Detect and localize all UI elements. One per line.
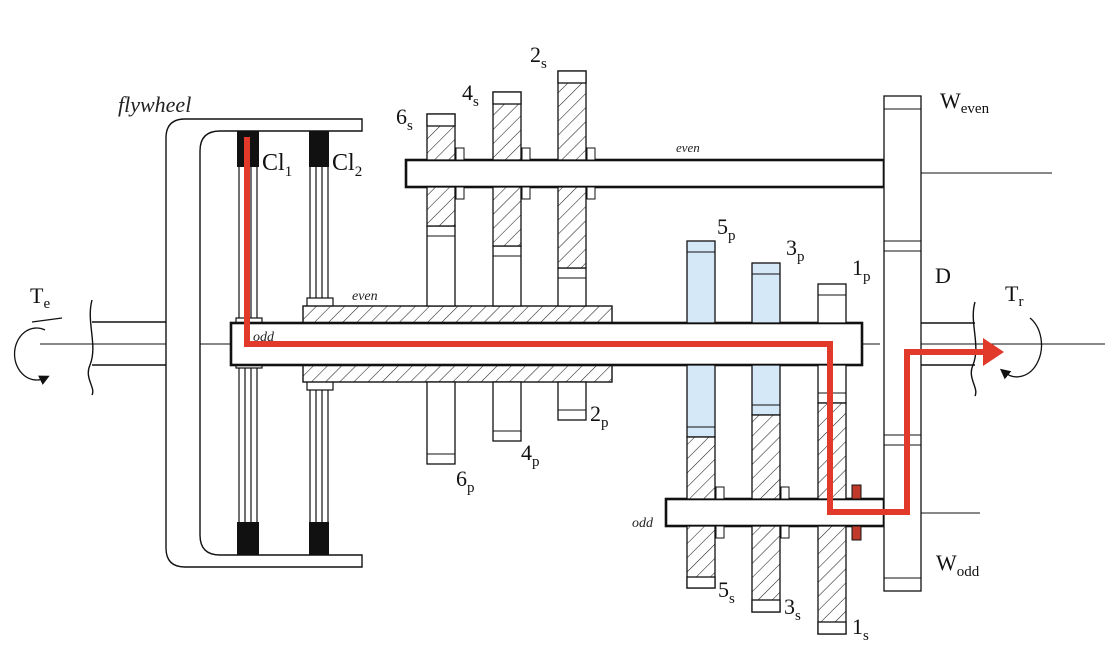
flywheel-housing (165, 118, 363, 568)
d-label: D (935, 263, 951, 288)
g4p-label: 4p (521, 440, 540, 470)
gear-4p (492, 245, 522, 442)
output-shaft (921, 301, 1105, 397)
w-even-label: Weven (940, 88, 990, 117)
tr-label: Tr (1005, 281, 1023, 310)
even-lower-label: even (352, 289, 378, 304)
cl1-label: Cl1 (262, 150, 292, 180)
g2p-label: 2p (590, 401, 609, 431)
g4s-label: 4s (462, 80, 479, 110)
input-torque-arrow (13, 317, 63, 385)
g5s-label: 5s (718, 577, 735, 607)
g2s-label: 2s (530, 42, 547, 72)
even-upper-label: even (676, 140, 700, 155)
output-torque-arrow (999, 317, 1043, 380)
gear-3s (751, 414, 790, 613)
differential-gear (883, 95, 922, 592)
gear-2s (557, 70, 596, 269)
te-label: Te (30, 283, 50, 312)
gear-2p (557, 267, 587, 421)
g1p-label: 1p (852, 255, 871, 285)
odd-countershaft (664, 497, 980, 528)
g3s-label: 3s (784, 594, 801, 624)
odd-lower-label: odd (632, 516, 654, 531)
cl2-label: Cl2 (332, 150, 362, 180)
gear-6p (426, 225, 456, 465)
gear-5s (686, 436, 725, 589)
gear-4s (492, 91, 531, 247)
flywheel-label: flywheel (118, 92, 191, 117)
gear-5p (686, 240, 716, 438)
gear-6s (426, 113, 465, 227)
even-countershaft (404, 158, 1052, 189)
g6s-label: 6s (396, 104, 413, 134)
g6p-label: 6p (456, 466, 475, 496)
g1s-label: 1s (852, 614, 869, 644)
power-flow-path (244, 137, 1004, 515)
g3p-label: 3p (786, 235, 805, 265)
w-odd-label: Wodd (936, 550, 980, 580)
g5p-label: 5p (717, 214, 736, 244)
